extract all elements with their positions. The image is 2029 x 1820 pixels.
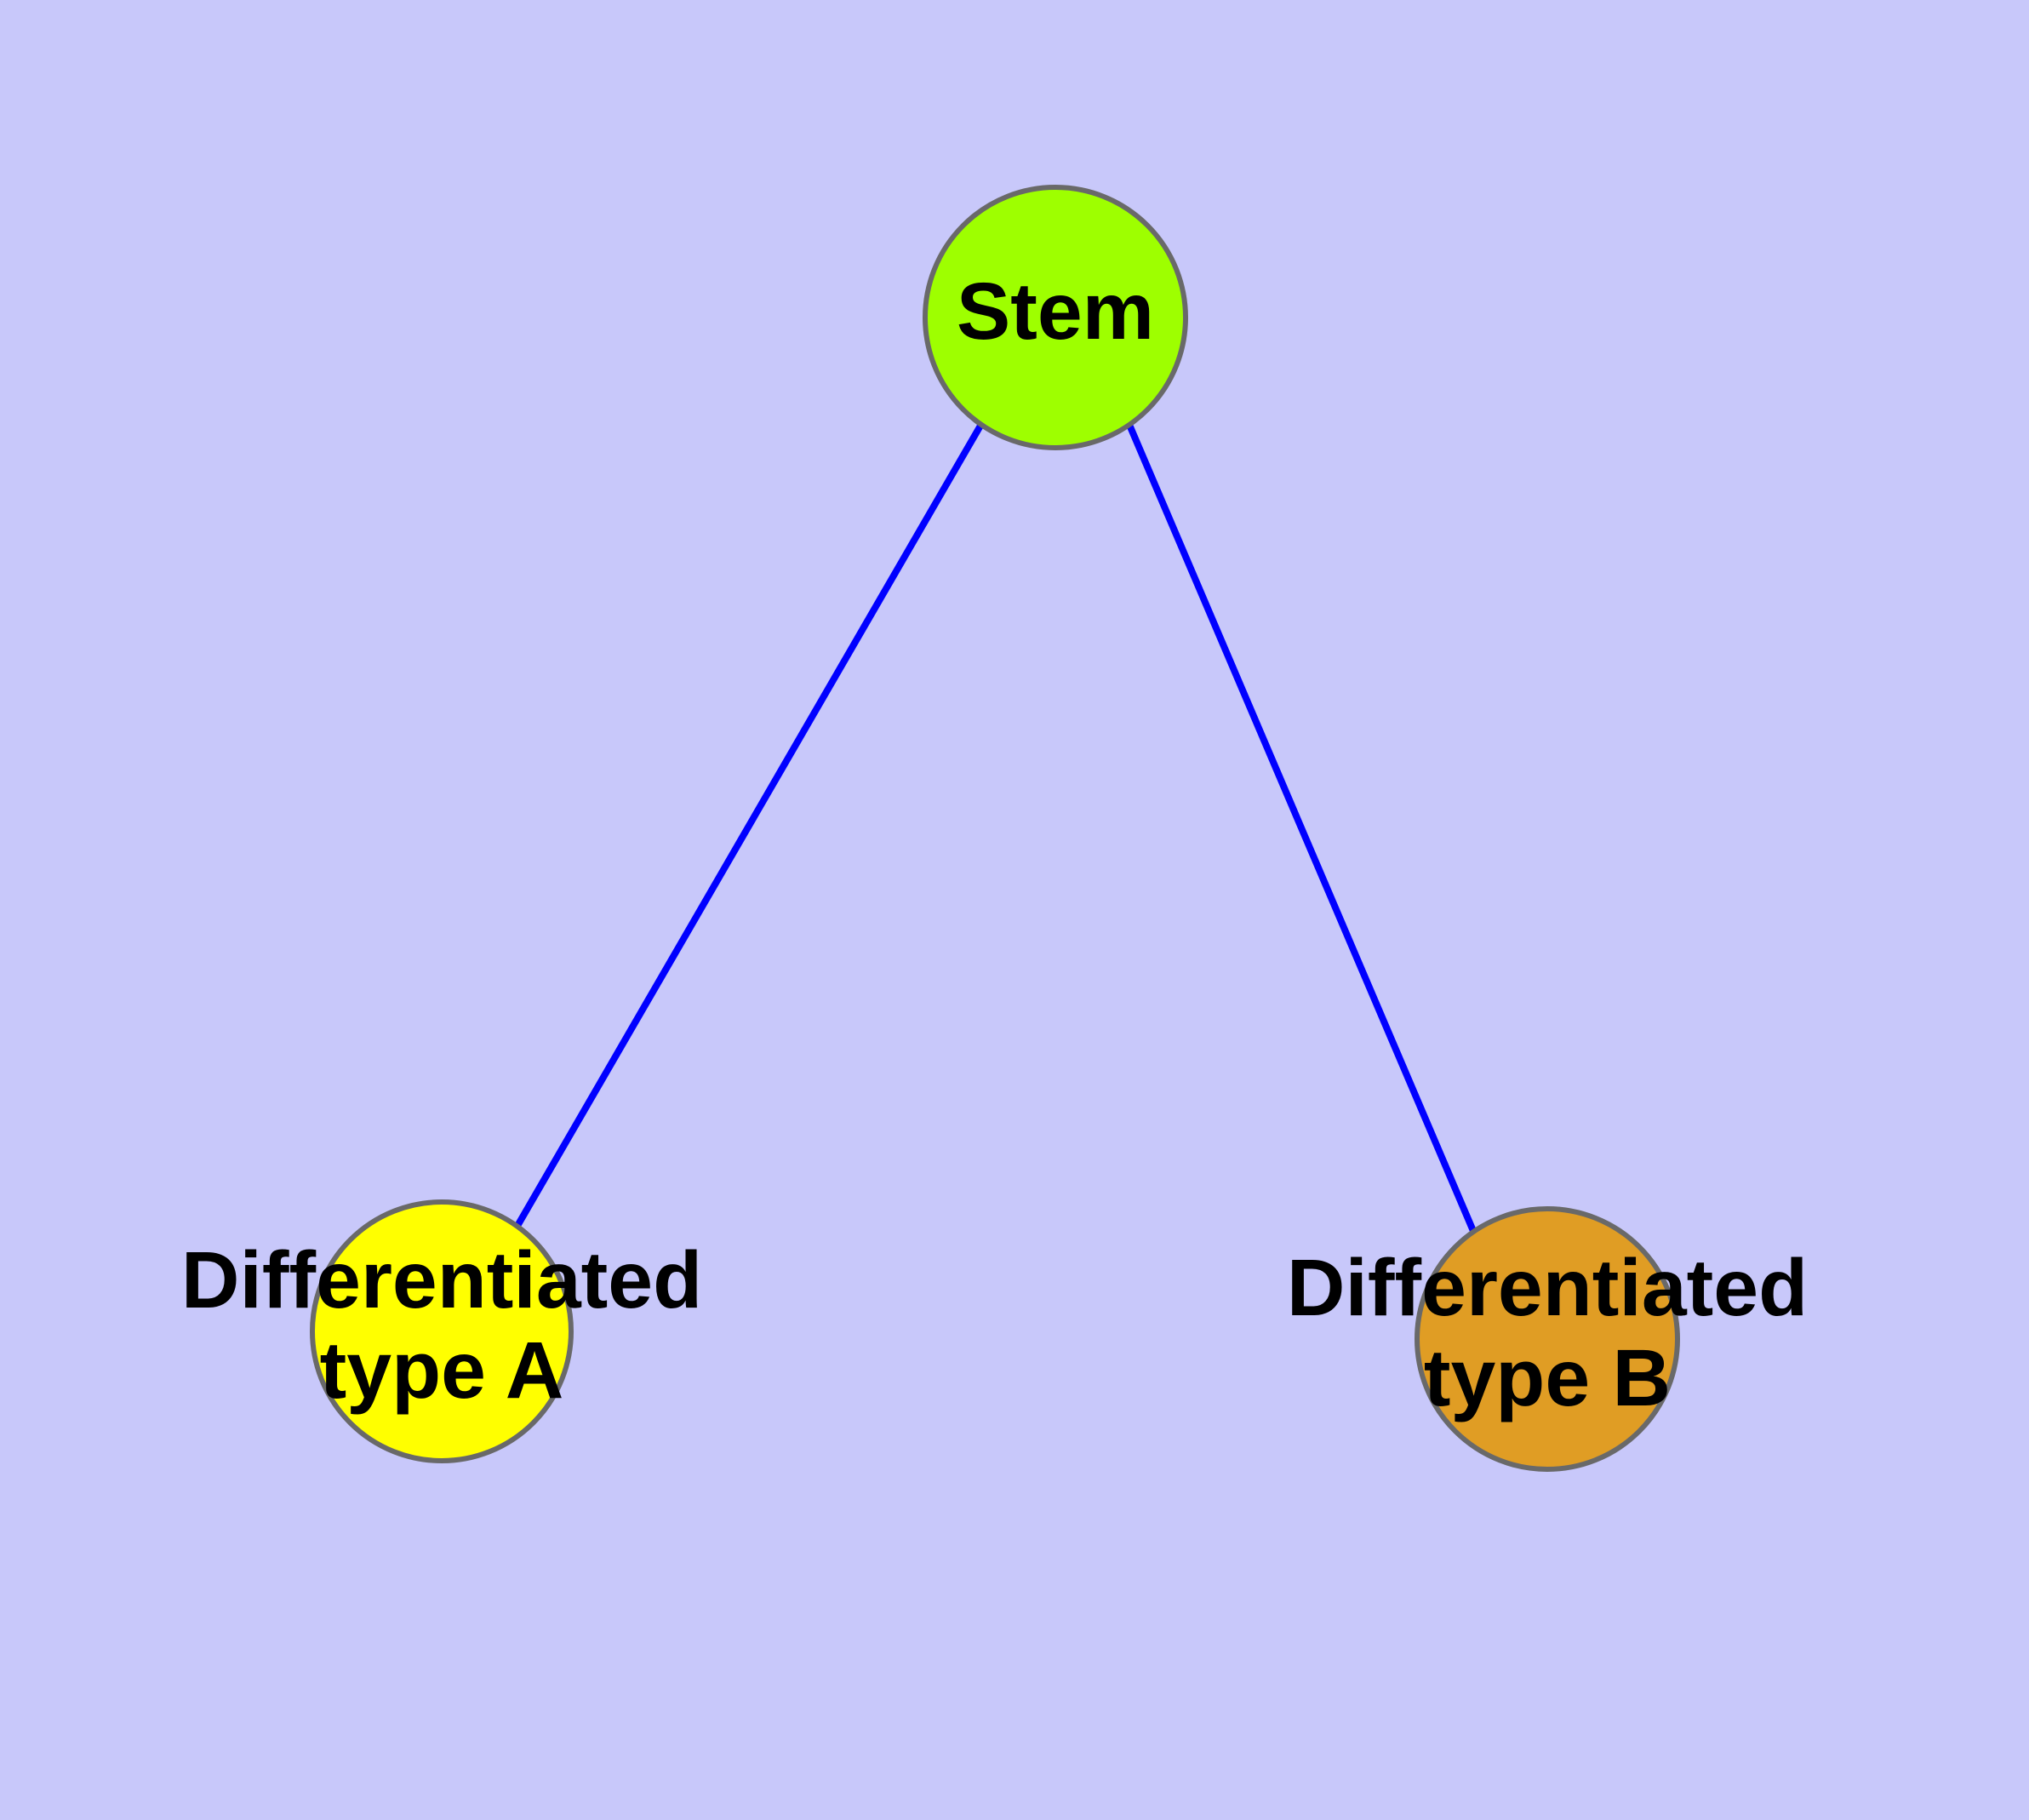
- edges-layer: [514, 423, 1477, 1233]
- node-differentiated-type-a[interactable]: [310, 1199, 574, 1463]
- node-label-line: type A: [320, 1325, 564, 1416]
- node-label-line: Stem: [957, 266, 1154, 357]
- node-label-line: Differentiated: [181, 1235, 702, 1325]
- edge-stem-to-differentiated-type-a[interactable]: [514, 423, 984, 1228]
- node-label-line: type B: [1424, 1333, 1671, 1423]
- edge-stem-to-differentiated-type-b[interactable]: [1126, 423, 1477, 1233]
- node-stem[interactable]: [923, 185, 1188, 450]
- node-differentiated-type-b[interactable]: [1415, 1206, 1680, 1472]
- node-circle-differentiated-type-a[interactable]: [310, 1199, 574, 1463]
- node-label-stem: Stem: [957, 266, 1154, 357]
- node-circle-stem[interactable]: [923, 185, 1188, 450]
- nodes-layer: [310, 185, 1680, 1472]
- node-label-line: Differentiated: [1287, 1243, 1808, 1333]
- node-circle-differentiated-type-b[interactable]: [1415, 1206, 1680, 1472]
